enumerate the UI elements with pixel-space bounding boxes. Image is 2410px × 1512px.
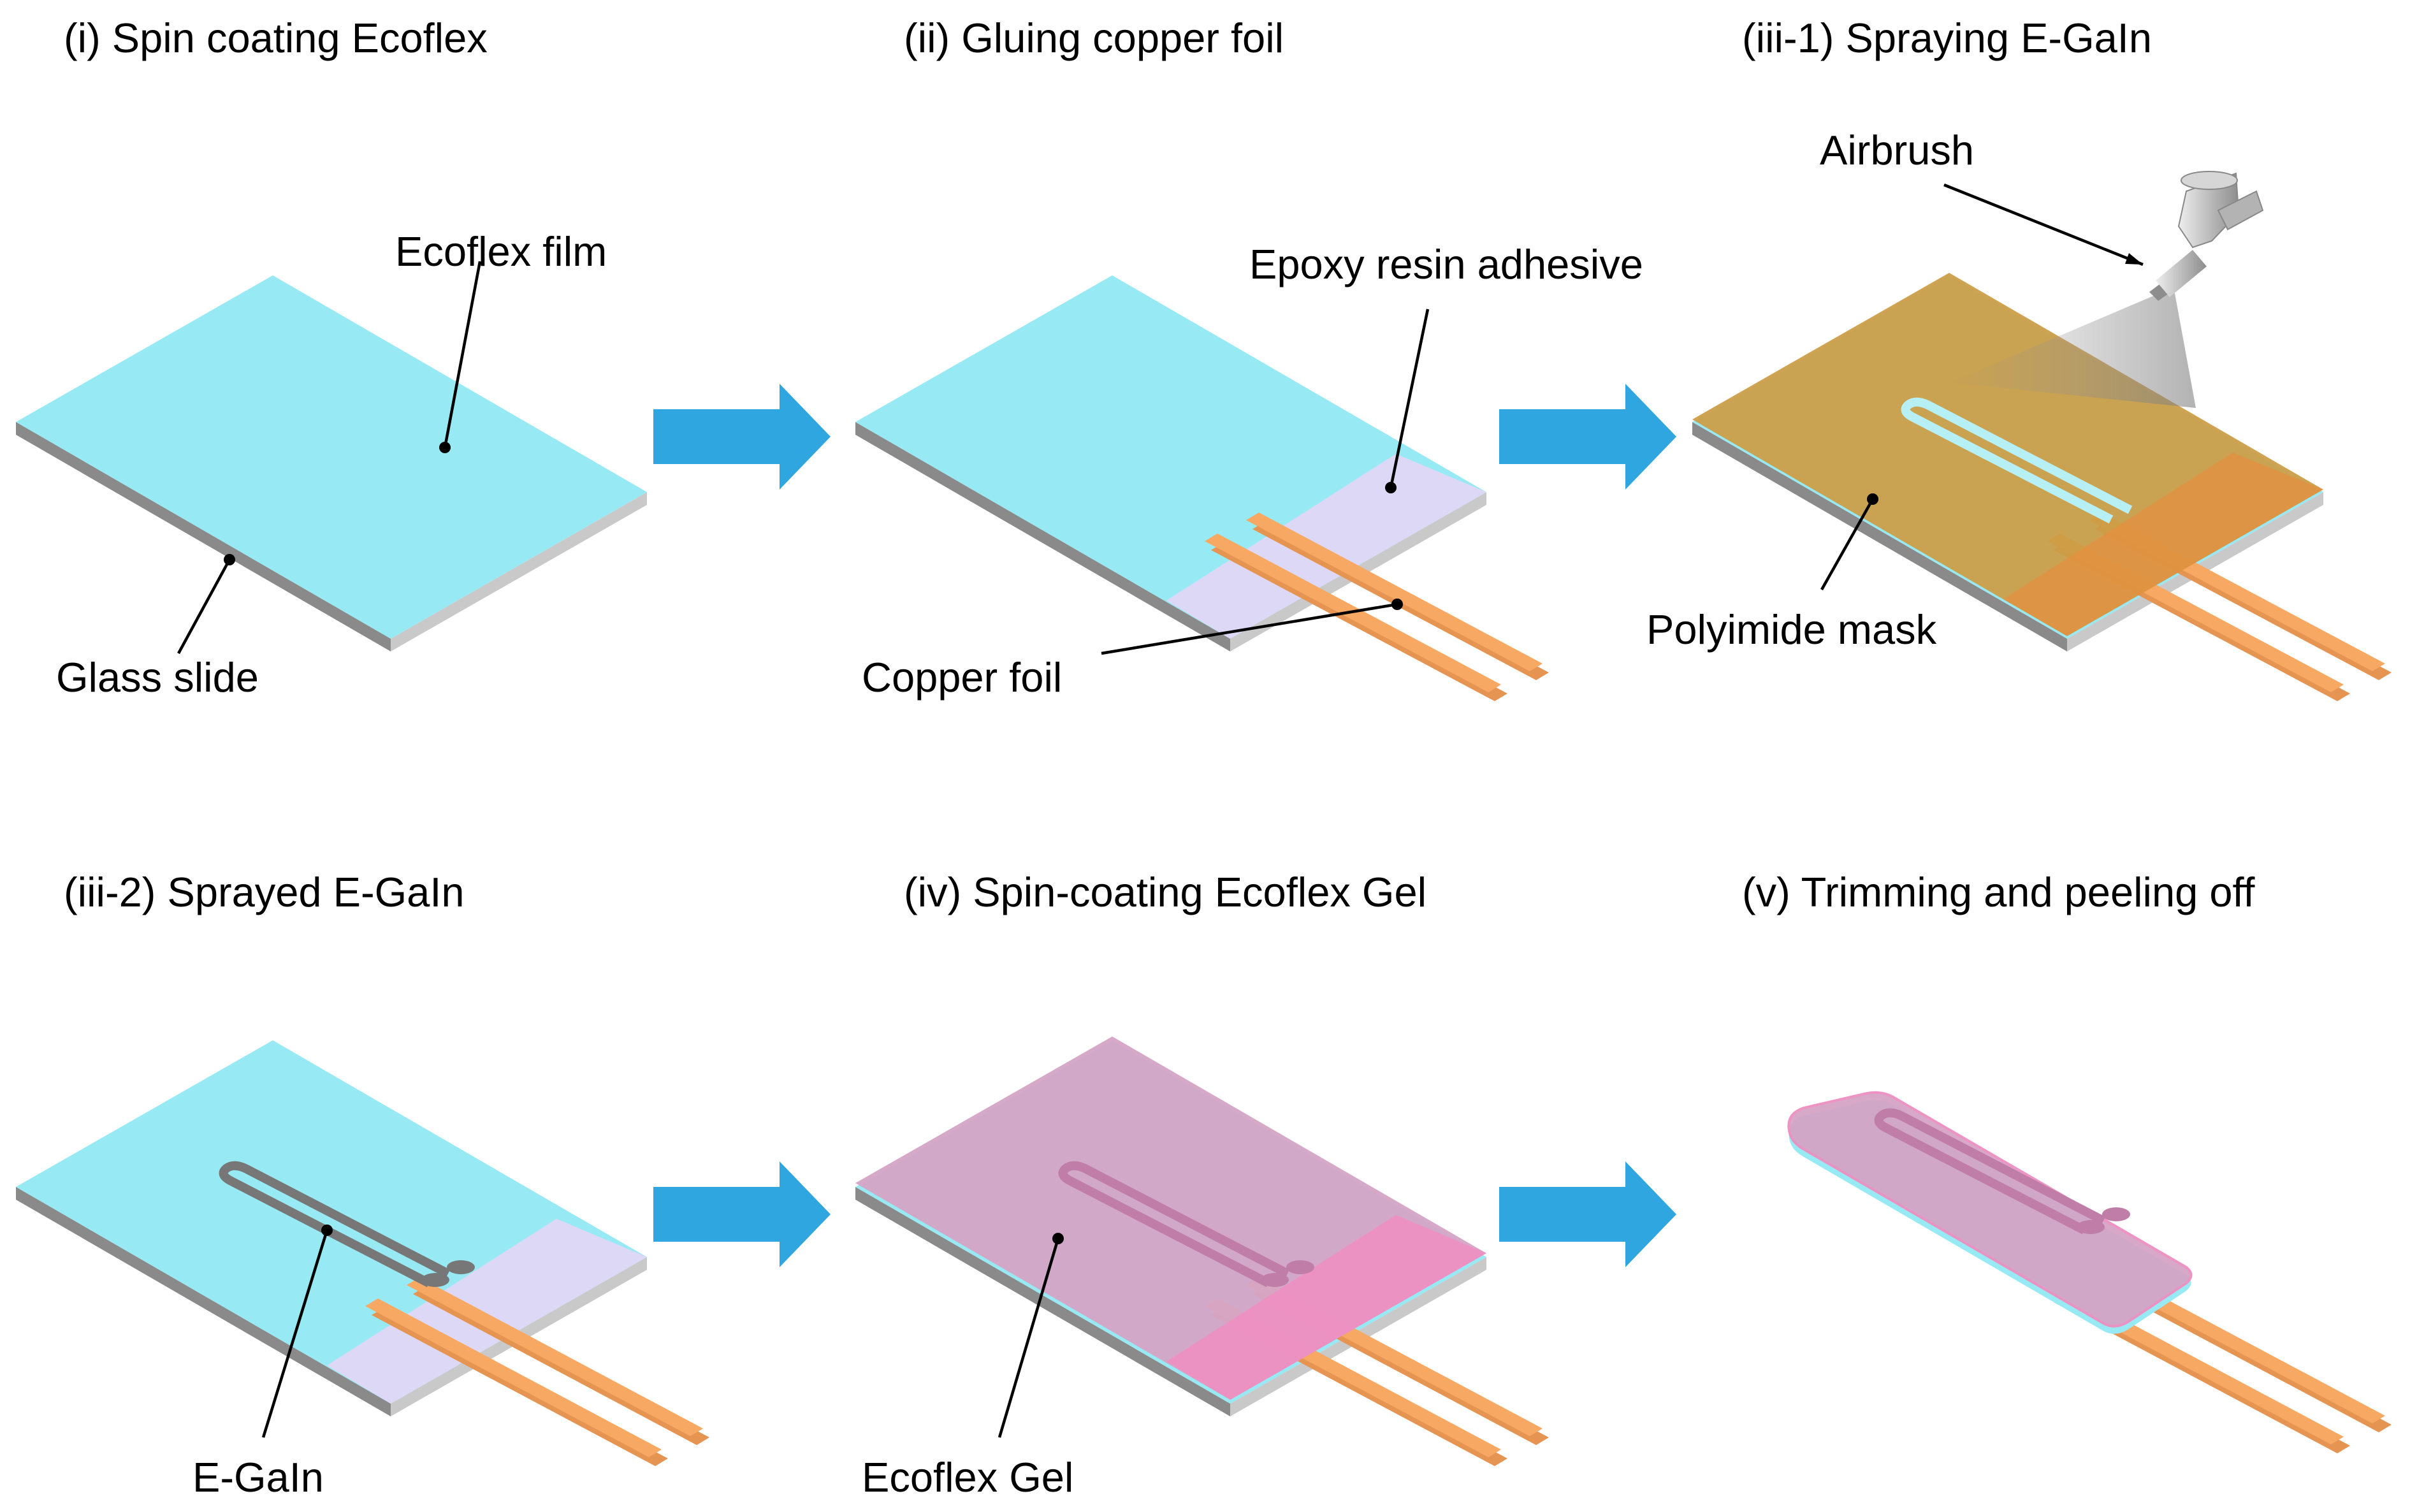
spray-cone xyxy=(1950,293,2196,408)
callout-ecoflex-film: Ecoflex film xyxy=(395,228,607,453)
label-ecoflex-film: Ecoflex film xyxy=(395,228,607,275)
step-title-i: (i) Spin coating Ecoflex xyxy=(64,15,488,61)
right-block-arrow-icon xyxy=(653,384,831,490)
right-block-arrow-icon xyxy=(653,1161,831,1267)
right-block-arrow-icon xyxy=(1499,384,1676,490)
panel-ii: (ii) Gluing copper foil Epoxy resin adhe… xyxy=(855,15,1643,701)
callout-epoxy: Epoxy resin adhesive xyxy=(1249,241,1643,493)
panel-iii-1: (iii-1) Spraying E-GaIn Airbrush xyxy=(1646,15,2392,701)
gel-covered-trace xyxy=(1063,1166,1314,1287)
label-polyimide: Polyimide mask xyxy=(1646,606,1937,653)
step-title-iv: (iv) Spin-coating Ecoflex Gel xyxy=(904,869,1426,915)
callout-egain: E-GaIn xyxy=(192,1225,333,1501)
panel-iii-2: (iii-2) Sprayed E-GaIn E-GaIn xyxy=(16,869,709,1501)
step-title-iii-2: (iii-2) Sprayed E-GaIn xyxy=(64,869,465,915)
label-airbrush: Airbrush xyxy=(1820,127,1974,173)
step-title-v: (v) Trimming and peeling off xyxy=(1742,869,2255,915)
callout-airbrush: Airbrush xyxy=(1820,127,2144,266)
egain-trace xyxy=(224,1166,475,1287)
callout-polyimide: Polyimide mask xyxy=(1646,493,1937,653)
ecoflex-film-i xyxy=(16,275,647,639)
callout-gel: Ecoflex Gel xyxy=(862,1233,1073,1501)
label-epoxy: Epoxy resin adhesive xyxy=(1249,241,1643,287)
callout-glass-slide: Glass slide xyxy=(56,554,259,701)
panel-i: (i) Spin coating Ecoflex Ecoflex film Gl… xyxy=(16,15,647,701)
airbrush-icon xyxy=(2149,171,2264,301)
panel-iv: (iv) Spin-coating Ecoflex Gel Ecoflex Ge… xyxy=(855,869,1549,1501)
step-title-iii-1: (iii-1) Spraying E-GaIn xyxy=(1742,15,2152,61)
label-glass-slide: Glass slide xyxy=(56,654,259,701)
glass-slide xyxy=(16,422,647,651)
callout-copper: Copper foil xyxy=(862,599,1403,701)
label-egain: E-GaIn xyxy=(192,1454,324,1501)
right-block-arrow-icon xyxy=(1499,1161,1676,1267)
adhesive-region-ii xyxy=(1166,454,1486,639)
label-gel: Ecoflex Gel xyxy=(862,1454,1073,1501)
peeled-sensor xyxy=(1787,1091,2193,1334)
panel-v: (v) Trimming and peeling off xyxy=(1742,869,2392,1453)
step-title-ii: (ii) Gluing copper foil xyxy=(904,15,1284,61)
label-copper: Copper foil xyxy=(862,654,1062,701)
